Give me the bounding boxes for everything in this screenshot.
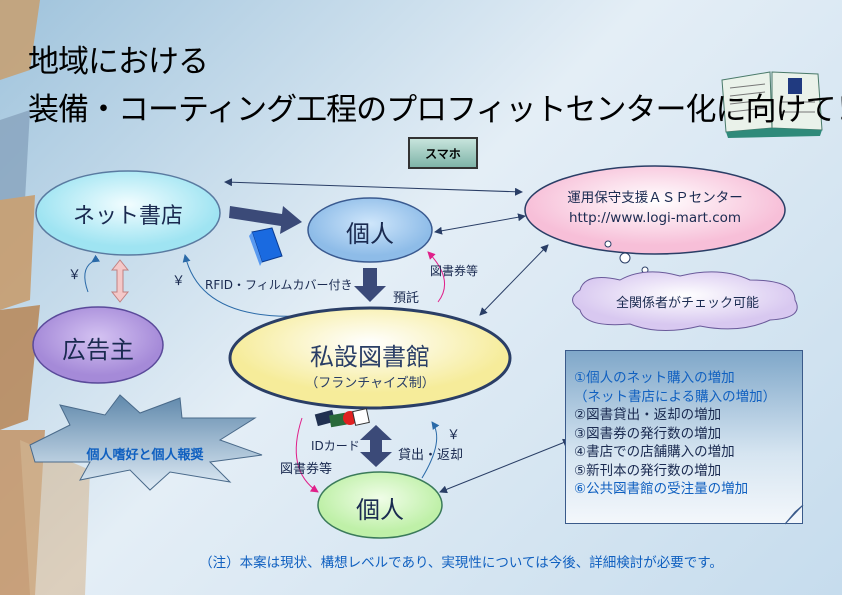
voucher-bottom-label: 図書券等 bbox=[280, 462, 333, 477]
lend-return-arrow bbox=[360, 425, 392, 467]
smartphone-button[interactable]: スマホ bbox=[408, 137, 478, 169]
individual-top-label: 個人 bbox=[346, 220, 394, 248]
note-item: ⑥公共図書館の受注量の増加 bbox=[574, 481, 749, 497]
lend-return-label: 貸出・返却 bbox=[398, 448, 464, 463]
private-library-sub: （フランチャイズ制） bbox=[305, 376, 435, 391]
advertiser-node bbox=[32, 306, 164, 384]
asp-center-url[interactable]: http://www.logi-mart.com bbox=[568, 210, 742, 226]
asp-center-cloud bbox=[524, 165, 786, 274]
id-card-icon bbox=[314, 408, 370, 428]
yen-label: ￥ bbox=[172, 274, 186, 289]
yen-flow-arrow bbox=[421, 421, 440, 479]
smartphone-label: スマホ bbox=[425, 146, 461, 161]
check-cloud-label: 全関係者がチェック可能 bbox=[615, 296, 759, 311]
title-line-1: 地域における bbox=[28, 44, 209, 80]
benefits-note: ①個人のネット購入の増加 （ネット書店による購入の増加） ②図書貸出・返却の増加… bbox=[565, 350, 803, 524]
asp-connection-arrows bbox=[224, 178, 571, 494]
note-item: （ネット書店による購入の増加） bbox=[574, 388, 777, 405]
purchase-arrow bbox=[229, 206, 302, 234]
deposit-label: 預託 bbox=[393, 291, 420, 306]
note-item: ③図書券の発行数の増加 bbox=[574, 425, 722, 442]
note-item: ①個人のネット購入の増加 bbox=[574, 370, 735, 386]
note-item: ②図書貸出・返却の増加 bbox=[574, 407, 722, 423]
double-arrow-advertiser bbox=[110, 259, 130, 303]
individual-bottom-node bbox=[317, 471, 443, 539]
starburst-shape bbox=[29, 394, 263, 491]
open-book-icon bbox=[721, 71, 823, 138]
net-bookstore-label: ネット書店 bbox=[72, 204, 183, 229]
private-library-node bbox=[228, 306, 512, 410]
asp-center-name: 運用保守支援ＡＳＰセンター bbox=[567, 190, 743, 206]
books-background-image bbox=[0, 0, 90, 595]
yen-flow-arrow bbox=[84, 254, 101, 293]
individual-bottom-label: 個人 bbox=[356, 496, 404, 524]
net-bookstore-node bbox=[35, 170, 221, 256]
note-item: ⑤新刊本の発行数の増加 bbox=[574, 462, 722, 479]
title-line-2: 装備・コーティング工程のプロフィットセンター化に向けて！ bbox=[28, 92, 842, 128]
rfid-label: RFID・フィルムカバー付き bbox=[205, 278, 353, 292]
private-library-label: 私設図書館 bbox=[310, 343, 430, 371]
voucher-flow-arrow bbox=[295, 417, 319, 493]
burst-label: 個人嗜好と個人報奨 bbox=[86, 448, 204, 463]
advertiser-label: 広告主 bbox=[62, 336, 134, 364]
deposit-arrow bbox=[354, 268, 386, 302]
footer-note: （注）本案は現状、構想レベルであり、実現性については今後、詳細検討が必要です。 bbox=[199, 555, 723, 571]
book-icon bbox=[249, 227, 283, 266]
yen-label: ￥ bbox=[68, 268, 82, 283]
individual-top-node bbox=[307, 197, 433, 263]
voucher-top-label: 図書券等 bbox=[430, 264, 479, 278]
id-card-label: IDカード bbox=[311, 439, 360, 453]
yen-flow-arrow bbox=[182, 254, 301, 317]
note-item: ④書店での店舗購入の増加 bbox=[574, 444, 735, 460]
voucher-flow-arrow bbox=[427, 251, 446, 303]
check-cloud bbox=[572, 271, 798, 332]
yen-label: ￥ bbox=[447, 428, 461, 443]
